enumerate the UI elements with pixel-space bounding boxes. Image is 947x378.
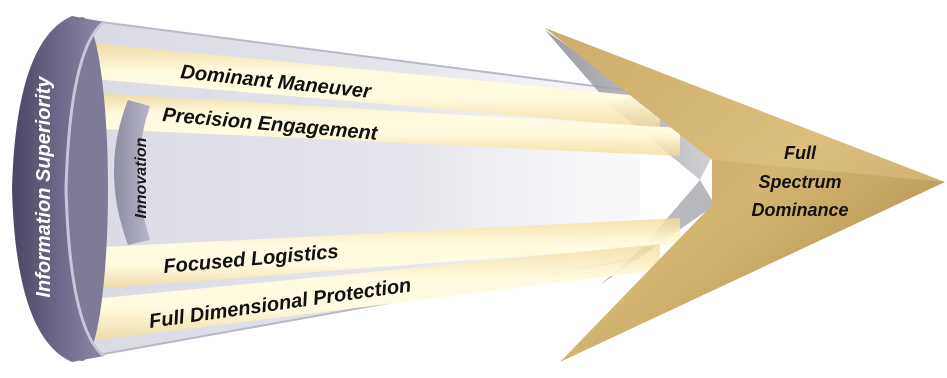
arrowhead-highlight xyxy=(545,28,945,182)
information-superiority-ring xyxy=(12,16,104,362)
target-label-line2: Spectrum xyxy=(758,172,841,192)
ring-rim xyxy=(64,20,105,358)
beam-dominant-maneuver xyxy=(82,42,660,128)
cone-top-edge xyxy=(69,17,641,93)
beam-precision-engagement xyxy=(82,92,680,156)
beam-focused-logistics xyxy=(82,218,680,290)
ring-label: Information Superiority xyxy=(33,76,55,298)
innovation-label: Innovation xyxy=(133,137,150,218)
target-label: Full Spectrum Dominance xyxy=(751,143,848,220)
target-label-line1: Full xyxy=(784,143,817,163)
beam-full-dimensional-protection xyxy=(82,244,660,342)
arrowhead xyxy=(545,28,945,362)
innovation-ring xyxy=(114,100,150,245)
target-label-line3: Dominance xyxy=(751,200,848,220)
